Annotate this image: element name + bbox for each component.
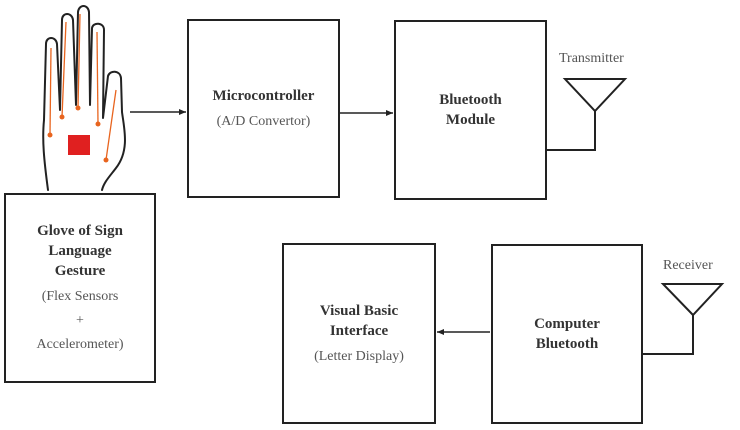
sensor-dot	[75, 105, 81, 111]
transmitter-antenna-icon	[547, 78, 628, 151]
flex-sensor-lines	[49, 13, 117, 161]
bluetooth-module-title: Bluetooth Module	[439, 92, 502, 128]
hand-outline	[42, 5, 126, 191]
sensor-dot	[47, 132, 53, 138]
flex-sensor-thumb	[105, 89, 117, 161]
glove-block: Glove of Sign Language Gesture (Flex Sen…	[4, 193, 156, 383]
microcontroller-subtitle: (A/D Convertor)	[216, 113, 311, 129]
microcontroller-title: Microcontroller	[212, 87, 315, 104]
sensor-dot	[95, 121, 101, 127]
vb-interface-title: Visual Basic Interface	[319, 302, 399, 339]
computer-bluetooth-block: Computer Bluetooth	[491, 244, 643, 424]
sensor-dot	[103, 157, 109, 163]
flex-sensor-middle	[77, 13, 81, 109]
vb-interface-block: Visual Basic Interface (Letter Display)	[282, 243, 436, 424]
accelerometer-chip	[68, 135, 90, 155]
flex-sensor-index	[96, 31, 99, 125]
transmitter-label: Transmitter	[559, 51, 624, 66]
computer-bluetooth-title: Computer Bluetooth	[534, 316, 600, 352]
sensor-dots	[47, 105, 109, 163]
vb-interface-subtitle: (Letter Display)	[314, 348, 404, 364]
receiver-antenna-icon	[643, 283, 725, 355]
glove-title: Glove of Sign Language Gesture	[37, 223, 123, 279]
sensor-dot	[59, 114, 65, 120]
bluetooth-module-block: Bluetooth Module	[394, 20, 547, 200]
microcontroller-block: Microcontroller (A/D Convertor)	[187, 19, 340, 198]
glove-subtitle: (Flex Sensors + Accelerometer)	[36, 289, 124, 352]
flex-sensor-ring	[61, 21, 67, 118]
flex-sensor-pinky	[49, 47, 52, 136]
receiver-label: Receiver	[663, 258, 713, 273]
